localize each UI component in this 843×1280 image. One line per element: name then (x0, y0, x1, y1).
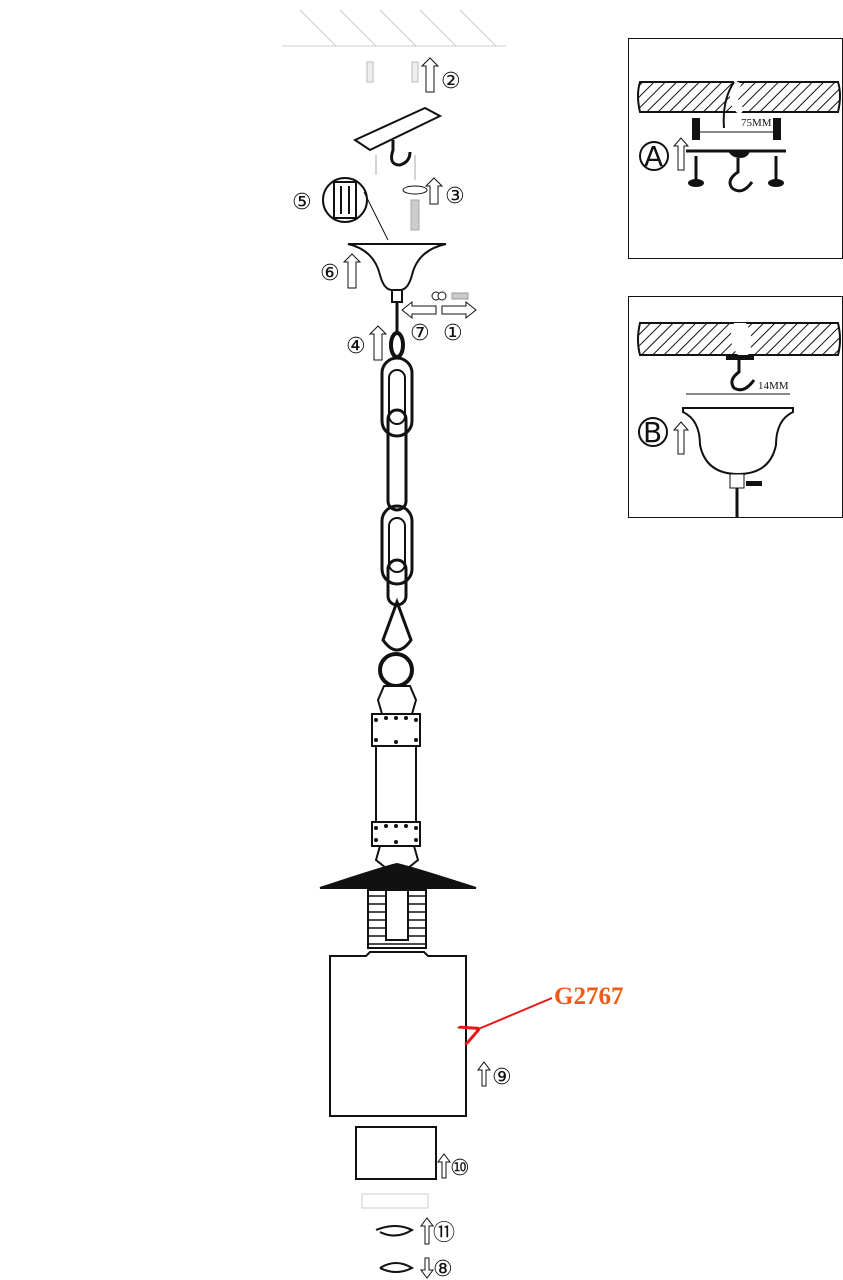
terminal-block-detail (322, 177, 389, 241)
up-arrow-icon (368, 325, 388, 361)
step-7-label: ⑦ (410, 321, 430, 346)
inset-b: 14MM B (628, 296, 843, 518)
up-arrow-icon (342, 253, 362, 289)
step-10-label: ⑩ (450, 1156, 470, 1181)
screws (375, 155, 420, 231)
canopy (347, 243, 447, 303)
model-number: G2767 (554, 983, 623, 1010)
glass-shade (329, 951, 467, 1117)
inset-a-dimension: 75MM (741, 117, 772, 129)
step-1-label: ① (443, 321, 463, 346)
wall-anchors (366, 61, 419, 83)
rivets (374, 716, 418, 844)
ceiling (282, 9, 506, 47)
inset-b-dimension: 14MM (758, 380, 789, 392)
left-arrow-icon (401, 300, 437, 320)
bulb-cover (355, 1126, 437, 1180)
inset-b-label: B (643, 416, 662, 449)
right-arrow-icon (441, 300, 477, 320)
lamp-body (319, 685, 477, 949)
up-arrow-icon (672, 421, 690, 455)
rotate-icon (402, 185, 428, 195)
step-3-label: ③ (445, 184, 465, 209)
inset-a: 75MM A (628, 38, 843, 259)
inset-a-label: A (644, 140, 663, 173)
step-5-label: ⑤ (292, 190, 312, 215)
step-2-label: ② (441, 69, 461, 94)
up-arrow-icon (420, 1217, 434, 1245)
step-6-label: ⑥ (320, 261, 340, 286)
up-arrow-icon (424, 177, 444, 205)
up-arrow-icon (420, 57, 440, 93)
step-11-label: ⑪ (433, 1221, 455, 1246)
rotate-icon (375, 1225, 415, 1237)
model-pointer-arrow (476, 997, 553, 1030)
retaining-ring (361, 1193, 429, 1209)
up-arrow-icon (672, 137, 690, 171)
up-arrow-icon (477, 1061, 491, 1087)
step-8-label: ⑧ (433, 1257, 453, 1280)
up-arrow-icon (437, 1153, 451, 1179)
mounting-bracket (352, 106, 443, 167)
chain (378, 302, 414, 688)
set-screw (431, 291, 469, 301)
down-arrow-icon (420, 1257, 434, 1279)
rotate-icon (379, 1262, 415, 1273)
step-4-label: ④ (346, 334, 366, 359)
step-9-label: ⑨ (492, 1065, 512, 1090)
